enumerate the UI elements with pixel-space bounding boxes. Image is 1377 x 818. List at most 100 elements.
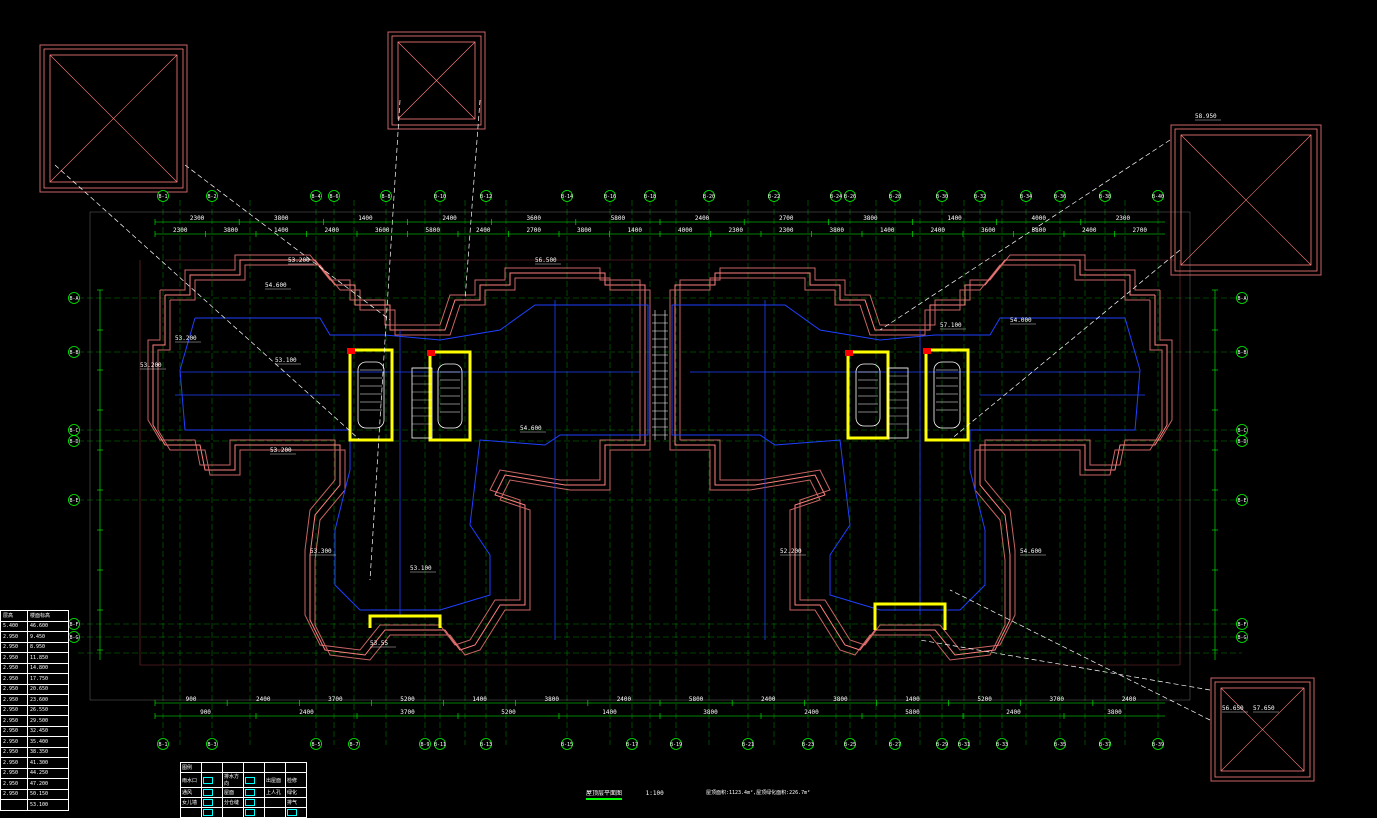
symbol-cell: 绿化 <box>285 787 307 798</box>
axis-bubble <box>310 190 322 202</box>
axis-bubble-label: B-G <box>1237 635 1246 641</box>
legend-cell: 2.950 <box>0 746 28 758</box>
legend-cell: 32.450 <box>27 725 69 737</box>
drawing-scale: 1:100 <box>645 790 664 797</box>
dimension-label: 2300 <box>190 215 205 222</box>
dimension-label: 5800 <box>611 215 626 222</box>
axis-bubble <box>958 738 970 750</box>
dimension-label: 1400 <box>947 215 962 222</box>
dimension-label: 3800 <box>863 215 878 222</box>
detail-roof-topright <box>1170 124 1322 276</box>
axis-bubble-label: B-C <box>1237 428 1246 434</box>
elevation-label: 53.100 <box>410 565 432 572</box>
symbol-cell <box>201 807 223 818</box>
axis-bubble <box>419 738 431 750</box>
detail-roof-topright-parapet <box>1174 128 1318 272</box>
dimension-label: 2400 <box>299 709 314 716</box>
stair-cores <box>347 310 970 630</box>
axis-bubble-label: B-33 <box>996 742 1008 748</box>
detail-roof-topleft <box>39 44 188 193</box>
axis-bubble-label: B-36 <box>1054 194 1066 200</box>
axis-bubble <box>68 631 80 643</box>
symbol-cell: 屋面 <box>222 787 244 798</box>
axis-bubble <box>844 738 856 750</box>
building-outline <box>147 254 1173 661</box>
legend-cell: 层高 <box>0 610 28 622</box>
axis-bubble-label: B-18 <box>644 194 656 200</box>
elevation-label: 56.500 <box>535 257 557 264</box>
symbol-swatch-icon <box>203 809 213 816</box>
dimension-label: 3800 <box>545 696 560 703</box>
dimension-label: 3800 <box>224 227 239 234</box>
symbol-swatch-icon <box>245 809 255 816</box>
dimension-label: 2300 <box>729 227 744 234</box>
axis-bubble-label: B-11 <box>434 742 446 748</box>
symbol-cell <box>264 762 286 773</box>
detail-roof-topleft-parapet <box>43 48 184 189</box>
dimension-label: 2400 <box>1122 696 1137 703</box>
dimension-label: 2700 <box>779 215 794 222</box>
legend-row: 层高楼面标高 <box>0 610 69 622</box>
elevation-label: 54.600 <box>1020 548 1042 555</box>
axis-bubble-label: B-38 <box>1099 194 1111 200</box>
axis-bubble <box>1054 190 1066 202</box>
legend-cell: 14.800 <box>27 662 69 674</box>
axis-bubble-label: B-32 <box>974 194 986 200</box>
elevation-label: 58.950 <box>1195 113 1217 120</box>
symbol-row: 女儿墙分仓缝排气 <box>180 797 307 808</box>
dimension-label: 4000 <box>1032 215 1047 222</box>
stair-run <box>357 361 385 429</box>
dimension-label: 2400 <box>931 227 946 234</box>
detail-leader <box>949 249 1181 441</box>
legend-cell: 53.100 <box>27 799 69 811</box>
axis-bubble-label: B-1 <box>158 194 167 200</box>
detail-leader <box>54 164 361 441</box>
axis-bubble-label: B-B <box>1237 350 1246 356</box>
drawing-note: 屋顶面积:1123.4m²,屋顶绿化面积:226.7m² <box>706 790 811 796</box>
axis-bubble-label: B-F <box>69 622 78 628</box>
dimension-label: 3600 <box>375 227 390 234</box>
axis-bubble-label: B-15 <box>561 742 573 748</box>
elevation-label: 53.100 <box>275 357 297 364</box>
axis-bubble-label: B-2 <box>207 194 216 200</box>
axis-bubble-label: B-D <box>1237 439 1246 445</box>
elevation-label: 53.55 <box>370 640 388 647</box>
symbol-cell <box>222 762 244 773</box>
roof-details <box>39 31 1322 782</box>
axis-bubble <box>889 190 901 202</box>
dimension-label: 3800 <box>274 215 289 222</box>
axis-bubble-label: B-A <box>69 296 78 302</box>
stair-core-entry <box>873 602 947 630</box>
dimension-label: 2300 <box>1116 215 1131 222</box>
detail-roof-bottomright-parapet <box>1214 681 1311 778</box>
dimension-label: 2400 <box>476 227 491 234</box>
axis-bubble-label: B-B <box>69 350 78 356</box>
detail-roof-bottomright-inner <box>1220 687 1305 772</box>
axis-bubble <box>644 190 656 202</box>
dimension-label: 5800 <box>689 696 704 703</box>
legend-cell: 2.950 <box>0 757 28 769</box>
legend-cell: 20.650 <box>27 683 69 695</box>
symbol-cell: 图例 <box>180 762 202 773</box>
legend-cell: 29.500 <box>27 715 69 727</box>
axis-bubble-label: B-22 <box>768 194 780 200</box>
dimension-label: 1400 <box>628 227 643 234</box>
symbol-cell: 上人孔 <box>264 787 286 798</box>
symbol-cell <box>243 762 265 773</box>
axis-bubble <box>1236 494 1248 506</box>
legend-cell: 2.950 <box>0 662 28 674</box>
roof-drain <box>427 350 435 356</box>
axis-bubble-label: B-27 <box>889 742 901 748</box>
axis-bubble-label: B-20 <box>703 194 715 200</box>
legend-cell: 2.950 <box>0 778 28 790</box>
symbol-cell: 分仓缝 <box>222 797 244 808</box>
legend-cell: 2.950 <box>0 631 28 643</box>
axis-bubble <box>328 190 340 202</box>
axis-bubble <box>348 738 360 750</box>
